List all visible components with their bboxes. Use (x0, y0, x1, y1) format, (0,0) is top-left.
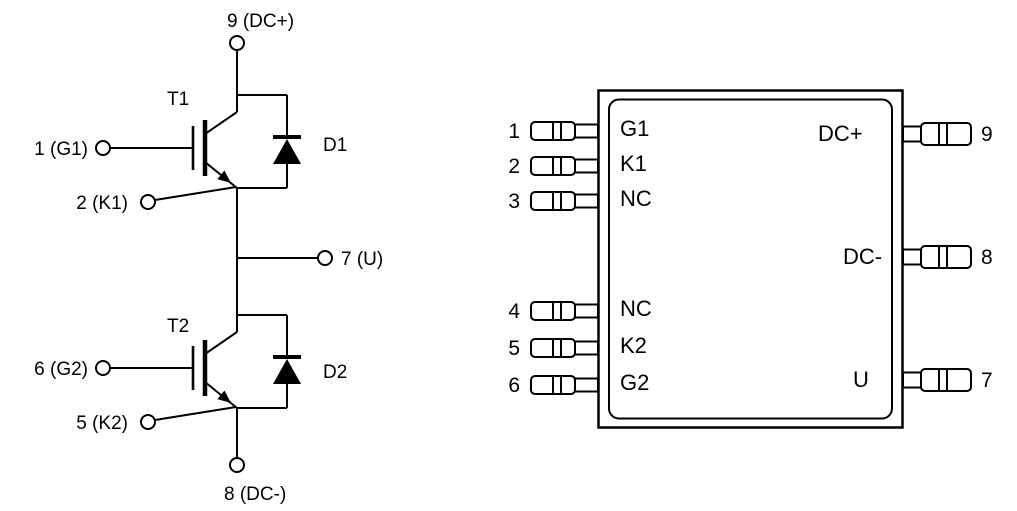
package-outline-diagram: 1 2 3 4 5 6 G1 K1 NC NC K2 G2 9 8 7 DC+ … (508, 89, 993, 429)
t2-emitter-arrow (217, 390, 231, 403)
pin-1-lead (530, 121, 599, 141)
gate1-terminal-node (95, 140, 111, 156)
pin-7-number: 7 (981, 369, 993, 392)
pin-9-number: 9 (981, 123, 993, 146)
t1-emitter-arrow (217, 170, 231, 183)
package-outer-case (597, 89, 904, 429)
package-inner-case (608, 98, 893, 420)
pin-5-signal-label: K2 (620, 333, 647, 358)
kelvin1-terminal-label: 2 (K1) (76, 193, 128, 214)
pin-2-lead (530, 156, 599, 176)
d1-anode-triangle (273, 139, 301, 164)
pin-9-lead (902, 122, 972, 146)
pin-8-lead (902, 245, 972, 269)
pin-5-lead (530, 338, 599, 358)
half-bridge-schematic: 9 (DC+) T1 1 (G1) 2 (K1) D1 (34, 11, 383, 505)
pin-9-signal-label: DC+ (818, 121, 863, 146)
pin-2-signal-label: K1 (620, 151, 647, 176)
pin-1-signal-label: G1 (620, 116, 649, 141)
pin-6-number: 6 (508, 374, 520, 397)
kelvin1-terminal-node (140, 194, 156, 210)
pin-7-signal-label: U (853, 367, 869, 392)
output-terminal-node (317, 250, 333, 266)
pin-6-signal-label: G2 (620, 370, 649, 395)
pin-3-signal-label: NC (620, 186, 652, 211)
pin-2-number: 2 (508, 155, 520, 178)
transistor-t2-label: T2 (167, 316, 189, 337)
dc-minus-terminal-node (229, 457, 245, 473)
output-terminal-label: 7 (U) (341, 249, 383, 270)
gate2-terminal-node (95, 360, 111, 376)
t1-collector-wire (204, 111, 238, 135)
transistor-t1-label: T1 (167, 89, 189, 110)
kelvin2-wire (154, 406, 237, 421)
gate2-terminal-label: 6 (G2) (34, 359, 88, 380)
dc-minus-terminal-label: 8 (DC-) (224, 484, 286, 505)
pin-4-signal-label: NC (620, 296, 652, 321)
kelvin1-wire (154, 186, 237, 201)
d2-anode-triangle (273, 359, 301, 384)
kelvin2-terminal-label: 5 (K2) (76, 413, 128, 434)
pin-1-number: 1 (508, 120, 520, 143)
gate1-terminal-label: 1 (G1) (34, 139, 88, 160)
pin-3-lead (530, 191, 599, 211)
pin-8-number: 8 (981, 246, 993, 269)
pin-4-lead (530, 301, 599, 321)
t2-collector-wire (204, 331, 238, 355)
diode-d1-label: D1 (323, 135, 347, 156)
diode-d2-label: D2 (323, 362, 347, 383)
pin-7-lead (902, 368, 972, 392)
pin-3-number: 3 (508, 190, 520, 213)
pin-8-signal-label: DC- (843, 244, 882, 269)
pin-6-lead (530, 375, 599, 395)
pin-5-number: 5 (508, 337, 520, 360)
dc-plus-terminal-node (229, 35, 245, 51)
pin-4-number: 4 (508, 300, 520, 323)
kelvin2-terminal-node (140, 414, 156, 430)
dc-plus-terminal-label: 9 (DC+) (227, 11, 294, 32)
